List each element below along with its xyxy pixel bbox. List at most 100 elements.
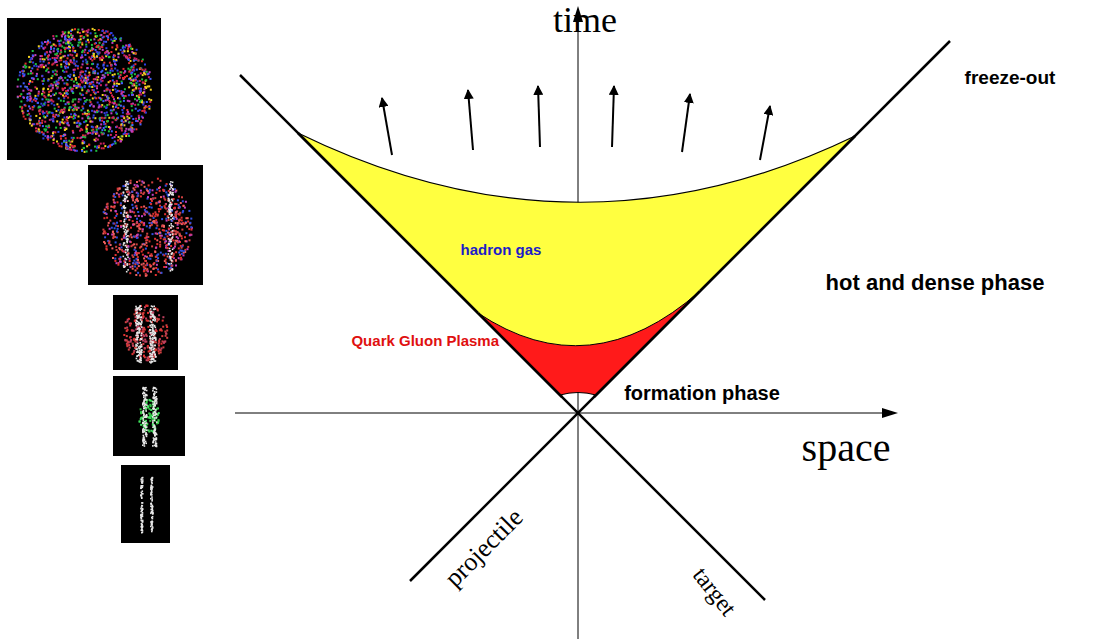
particle-dot (107, 114, 109, 116)
particle-dot (149, 71, 151, 73)
particle-dot (50, 51, 52, 53)
particle-dot (123, 77, 125, 79)
particle-dot (67, 57, 69, 59)
particle-dot (181, 258, 183, 260)
particle-dot (105, 126, 107, 128)
particle-dot (48, 54, 50, 56)
particle-dot (86, 145, 88, 147)
particle-dot (77, 45, 79, 47)
particle-dot (60, 111, 62, 113)
particle-dot (111, 247, 113, 249)
particle-dot (47, 63, 49, 65)
particle-dot (82, 113, 84, 115)
particle-dot (106, 120, 108, 122)
particle-dot (58, 79, 60, 81)
particle-dot (72, 109, 74, 111)
particle-dot (185, 232, 187, 234)
particle-dot (37, 102, 39, 104)
particle-dot (35, 63, 37, 65)
particle-dot (70, 113, 72, 115)
particle-dot (110, 32, 112, 34)
particle-dot (38, 120, 40, 122)
particle-dot (121, 130, 123, 132)
particle-dot (116, 60, 118, 62)
particle-dot (74, 113, 76, 115)
particle-dot (101, 147, 103, 149)
particle-dot (115, 119, 117, 121)
particle-dot (118, 136, 120, 138)
particle-dot (50, 99, 52, 101)
particle-dot (122, 95, 124, 97)
particle-dot (142, 74, 144, 76)
particle-dot (76, 122, 78, 124)
particle-dot (107, 50, 109, 52)
particle-dot (168, 228, 170, 230)
particle-dot (135, 52, 137, 54)
particle-dot (42, 125, 44, 127)
particle-dot (81, 129, 83, 131)
particle-dot (61, 109, 63, 111)
particle-dot (132, 131, 134, 133)
particle-dot (80, 99, 82, 101)
particle-dot (79, 74, 81, 76)
particle-dot (48, 125, 50, 127)
particle-dot (94, 72, 96, 74)
particle-dot (123, 100, 125, 102)
particle-dot (130, 72, 132, 74)
particle-dot (129, 57, 131, 59)
particle-dot (171, 214, 173, 216)
particle-dot (92, 69, 94, 71)
particle-dot (155, 247, 157, 249)
particle-dot (144, 108, 146, 110)
particle-dot (70, 74, 72, 76)
particle-dot (82, 50, 84, 52)
particle-dot (40, 66, 42, 68)
particle-dot (50, 84, 52, 86)
particle-dot (123, 91, 125, 93)
particle-dot (123, 235, 125, 237)
particle-dot (94, 111, 96, 113)
particle-dot (141, 101, 143, 103)
particle-dot (130, 103, 132, 105)
particle-dot (60, 57, 62, 59)
particle-dot (84, 79, 86, 81)
particle-dot (137, 211, 139, 213)
particle-dot (156, 243, 158, 245)
particle-dot (171, 238, 173, 240)
particle-dot (93, 89, 95, 91)
particle-dot (89, 99, 91, 101)
particle-dot (170, 231, 172, 233)
particle-dot (72, 50, 74, 52)
particle-dot (108, 117, 110, 119)
particle-dot (96, 56, 98, 58)
particle-dot (118, 83, 120, 85)
particle-dot (96, 82, 98, 84)
particle-dot (117, 231, 119, 233)
particle-dot (93, 53, 95, 55)
particle-dot (66, 147, 68, 149)
particle-dot (104, 112, 106, 114)
particle-dot (48, 71, 50, 73)
particle-dot (72, 99, 74, 101)
particle-dot (148, 192, 150, 194)
particle-dot (24, 104, 26, 106)
particle-dot (42, 83, 44, 85)
particle-dot (79, 84, 81, 86)
particle-dot (181, 217, 183, 219)
particle-dot (60, 49, 62, 51)
particle-dot (178, 207, 180, 209)
particle-dot (115, 225, 117, 227)
particle-dot (119, 248, 121, 250)
particle-dot (128, 135, 130, 137)
particle-dot (128, 94, 130, 96)
particle-dot (109, 72, 111, 74)
particle-dot (110, 39, 112, 41)
particle-dot (92, 53, 94, 55)
particle-dot (110, 109, 112, 111)
particle-dot (74, 98, 76, 100)
particle-dot (78, 44, 80, 46)
particle-dot (48, 99, 50, 101)
snapshot-frame (113, 295, 178, 370)
particle-dot (88, 90, 90, 92)
particle-dot (34, 97, 36, 99)
